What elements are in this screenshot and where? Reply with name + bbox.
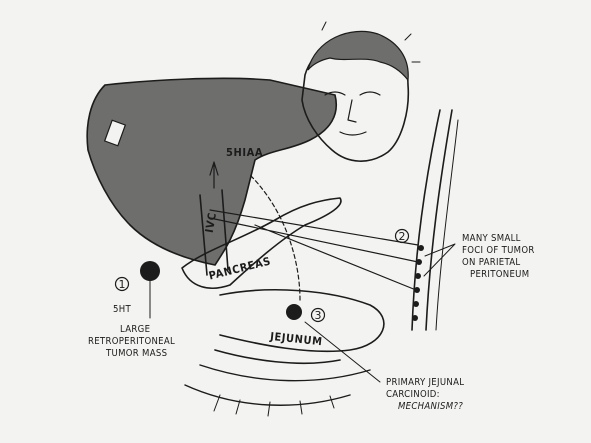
svg-text:3: 3	[315, 309, 322, 322]
svg-text:FOCI OF TUMOR: FOCI OF TUMOR	[462, 245, 535, 256]
primary-tumor	[286, 304, 302, 320]
svg-text:CARCINOID:: CARCINOID:	[386, 389, 440, 400]
svg-text:1: 1	[119, 278, 126, 291]
svg-text:PERITONEUM: PERITONEUM	[470, 269, 529, 280]
retroperitoneal-tumor	[140, 261, 160, 281]
svg-text:MANY SMALL: MANY SMALL	[462, 233, 521, 244]
label-5hiaa: 5HIAA	[226, 146, 263, 159]
svg-text:RETROPERITONEAL: RETROPERITONEAL	[88, 336, 175, 347]
svg-text:LARGE: LARGE	[120, 324, 150, 335]
svg-text:2: 2	[399, 230, 406, 243]
label-5ht: 5HT	[113, 304, 131, 315]
svg-text:TUMOR MASS: TUMOR MASS	[105, 348, 167, 359]
svg-text:MECHANISM??: MECHANISM??	[398, 401, 463, 412]
svg-text:ON PARIETAL: ON PARIETAL	[462, 257, 520, 268]
svg-text:PRIMARY JEJUNAL: PRIMARY JEJUNAL	[386, 377, 464, 388]
